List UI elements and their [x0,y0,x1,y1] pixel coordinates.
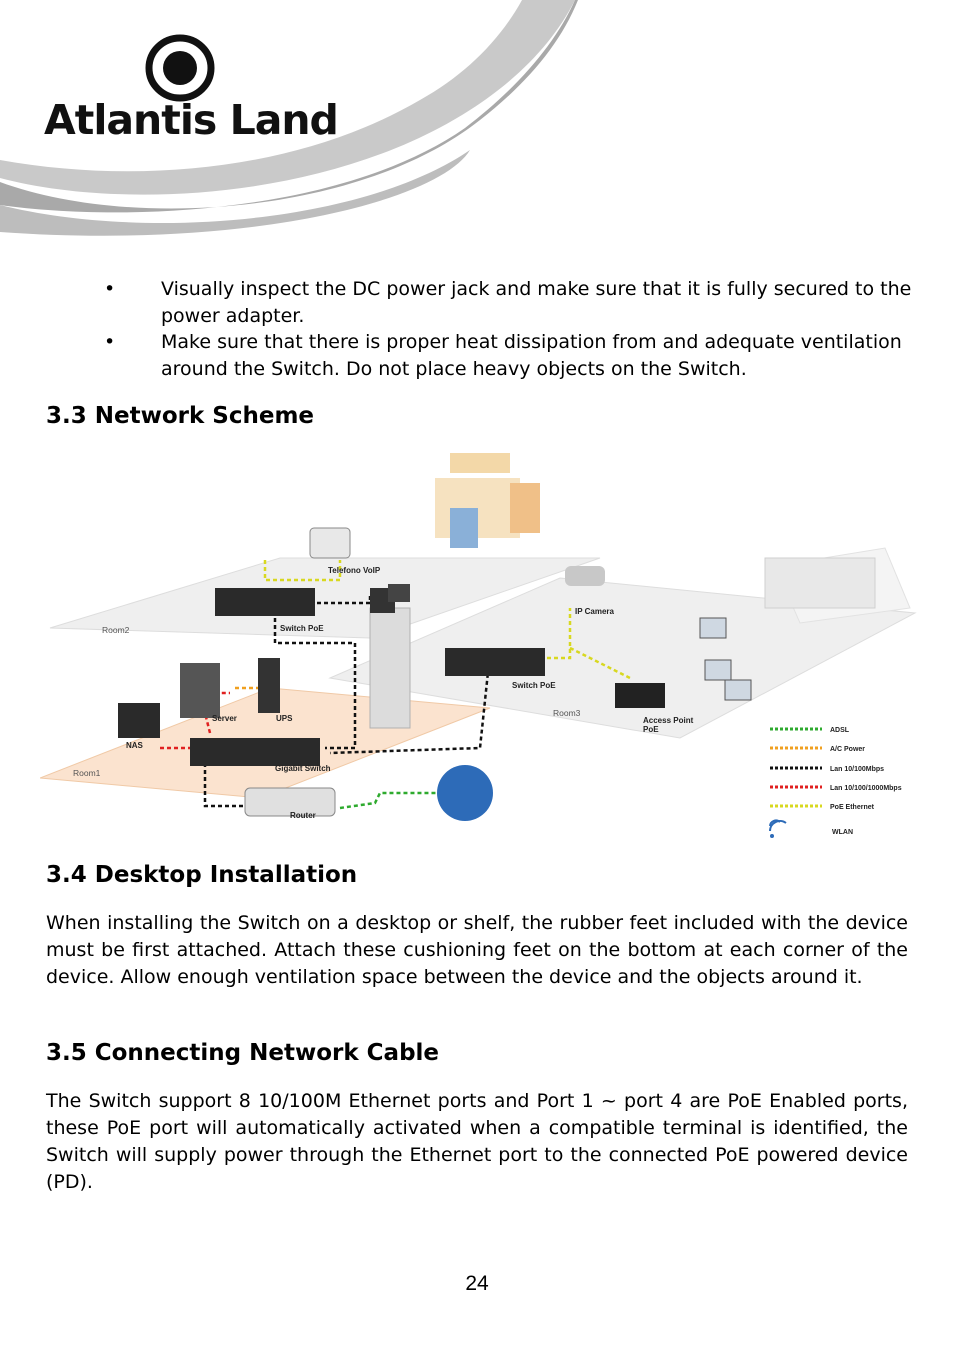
legend-wlan-label: WLAN [832,829,853,836]
network-scheme-diagram: Room2 Room1 Room3 Telefono VoIP Switch P… [40,453,917,838]
legend-label: Lan 10/100Mbps [830,766,884,773]
legend-label: ADSL [830,727,850,734]
page-number: 24 [465,1272,489,1295]
room3-label: Room3 [553,708,581,718]
legend-label: Lan 10/100/1000Mbps [830,785,902,792]
legend: ADSL A/C Power Lan 10/100Mbps Lan 10/100… [769,727,902,838]
legend-label: A/C Power [830,746,865,753]
switch-poe-1-label: Switch PoE [280,624,324,633]
voip-label: Telefono VoIP [328,566,381,575]
router-label: Router [290,811,316,820]
section-title-cable: 3.5 Connecting Network Cable [46,1040,440,1066]
switch-poe-2-label: Switch PoE [512,681,556,690]
legend-label: PoE Ethernet [830,804,875,811]
ip-camera-label: IP Camera [575,607,615,616]
logo-mark-icon [145,34,215,102]
section-title-network-scheme: 3.3 Network Scheme [46,403,315,429]
nas-label: NAS [126,741,144,750]
server-label: Server [212,714,237,723]
bullet-item: •Make sure that there is proper heat dis… [104,331,902,380]
gigabit-switch-label: Gigabit Switch [275,764,331,773]
bullet-list: •Visually inspect the DC power jack and … [100,276,920,382]
header-swoosh [0,0,578,236]
ups-label: UPS [276,714,293,723]
access-point-label-2: PoE [643,725,659,734]
brand-logo-text: Atlantis Land [44,96,339,144]
room2-label: Room2 [102,625,130,635]
section-title-desktop: 3.4 Desktop Installation [46,862,358,888]
desktop-paragraph: When installing the Switch on a desktop … [46,912,908,988]
bullet-item: •Visually inspect the DC power jack and … [104,278,912,327]
cable-paragraph: The Switch support 8 10/100M Ethernet po… [46,1090,908,1193]
room1-label: Room1 [73,768,101,778]
access-point-label: Access Point [643,716,694,725]
wlan-icon [769,819,787,838]
